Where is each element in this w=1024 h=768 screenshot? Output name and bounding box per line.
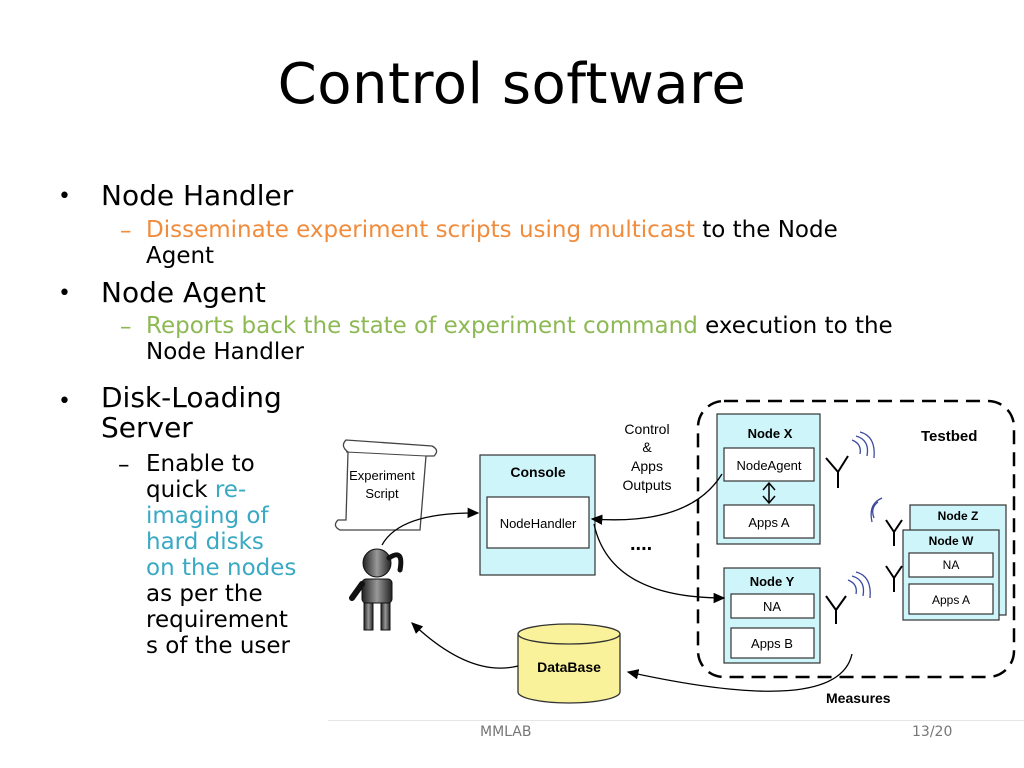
- arrow-db-to-user: [411, 622, 519, 669]
- sub-line: Enable to: [146, 451, 296, 477]
- control-label-line: Control: [624, 421, 669, 437]
- sub-line: s of the user: [146, 633, 296, 659]
- sub-line: requirement: [146, 607, 296, 633]
- bullet-line: Server: [101, 411, 193, 444]
- sub-line: hard disks: [146, 529, 296, 555]
- arrow-nodex-to-handler: [590, 473, 723, 525]
- bullet-node-handler: Node Handler: [101, 179, 294, 212]
- sub-line-text: as per the: [146, 581, 263, 607]
- testbed-label: Testbed: [921, 428, 977, 445]
- arrow-handler-to-nodey: [593, 523, 726, 604]
- node-x-apps-box: [723, 504, 815, 539]
- arrow-script-to-console: [381, 507, 480, 546]
- sub-line-highlight: hard disks: [146, 529, 264, 555]
- sub-line-highlight: re-: [214, 477, 247, 503]
- node-w-apps-label: Apps A: [932, 593, 970, 607]
- bullet-dot: •: [58, 389, 71, 414]
- script-label-line: Script: [365, 486, 399, 501]
- node-w-agent-box: [908, 552, 994, 578]
- bullet-node-agent: Node Agent: [101, 276, 266, 309]
- node-y-agent-box: [730, 593, 815, 619]
- node-y-title: Node Y: [750, 574, 795, 589]
- ellipsis-label: ....: [630, 533, 652, 555]
- node-w-agent-label: NA: [943, 558, 960, 572]
- antenna-icon: [825, 431, 875, 488]
- sub-line-highlight: on the nodes: [146, 555, 297, 581]
- testbed-boundary: [696, 399, 1016, 679]
- node-x-title: Node X: [748, 426, 793, 441]
- bullet-dot: •: [58, 184, 71, 209]
- control-label-line: Outputs: [622, 477, 671, 493]
- control-label-line: &: [642, 439, 652, 455]
- user-figure-icon: [349, 548, 404, 631]
- node-y-agent-label: NA: [763, 599, 781, 614]
- page-number: 13/20: [912, 724, 953, 740]
- nodehandler-label: NodeHandler: [500, 516, 577, 531]
- sub-line-text: Enable to: [146, 451, 255, 477]
- console-label: Console: [510, 464, 565, 480]
- bullet-disk-loading: Disk-Loading Server: [101, 383, 282, 443]
- measures-label: Measures: [826, 690, 891, 706]
- node-x-link-arrows: [762, 481, 776, 505]
- script-label-line: Experiment: [349, 468, 415, 483]
- node-w-title: Node W: [929, 534, 974, 548]
- node-z-title: Node Z: [938, 509, 979, 523]
- sub-bullet-disk-loading: Enable to quick re- imaging of hard disk…: [146, 451, 296, 659]
- control-label-line: Apps: [631, 458, 663, 474]
- sub-bullet-node-handler: Disseminate experiment scripts using mul…: [146, 217, 838, 269]
- sub-bullet-highlight: Disseminate experiment scripts using mul…: [146, 217, 695, 243]
- footer-divider: [328, 720, 1024, 721]
- sub-bullet-dash: –: [120, 218, 132, 244]
- sub-bullet-node-agent: Reports back the state of experiment com…: [146, 313, 893, 365]
- bullet-line: Disk-Loading: [101, 381, 282, 414]
- database-label: DataBase: [537, 659, 601, 675]
- sub-bullet-text: to the Node: [694, 217, 838, 243]
- sub-line: quick re-: [146, 477, 296, 503]
- node-x-agent-box: [723, 447, 815, 482]
- antenna-icon: [825, 571, 871, 624]
- node-y-apps-box: [730, 627, 815, 659]
- footer-left: MMLAB: [480, 724, 532, 740]
- node-w-apps-box: [908, 583, 994, 615]
- nodehandler-box: [486, 496, 590, 549]
- node-x-apps-label: Apps A: [748, 515, 790, 530]
- sub-line: imaging of: [146, 503, 296, 529]
- slide-title: Control software: [277, 52, 747, 117]
- sub-bullet-text-cont: Agent: [146, 243, 215, 269]
- sub-line-text: quick: [146, 477, 215, 503]
- antenna-icon: [885, 565, 903, 592]
- sub-bullet-dash: –: [118, 452, 130, 478]
- antenna-icon: [870, 497, 903, 546]
- sub-line: as per the: [146, 581, 296, 607]
- sub-bullet-text-cont: Node Handler: [146, 339, 304, 365]
- arrow-measures-to-db: [626, 653, 853, 692]
- database-icon: DataBase: [517, 623, 621, 704]
- sub-line: on the nodes: [146, 555, 296, 581]
- sub-line-highlight: imaging of: [146, 503, 269, 529]
- sub-line-text: s of the user: [146, 633, 290, 659]
- experiment-script-scroll: Experiment Script: [334, 439, 438, 531]
- sub-line-text: requirement: [146, 607, 288, 633]
- sub-bullet-dash: –: [120, 314, 132, 340]
- node-x-agent-label: NodeAgent: [736, 458, 801, 473]
- sub-bullet-text: execution to the: [697, 313, 893, 339]
- node-y-apps-label: Apps B: [751, 636, 793, 651]
- sub-bullet-highlight: Reports back the state of experiment com…: [146, 313, 698, 339]
- bullet-dot: •: [58, 281, 71, 306]
